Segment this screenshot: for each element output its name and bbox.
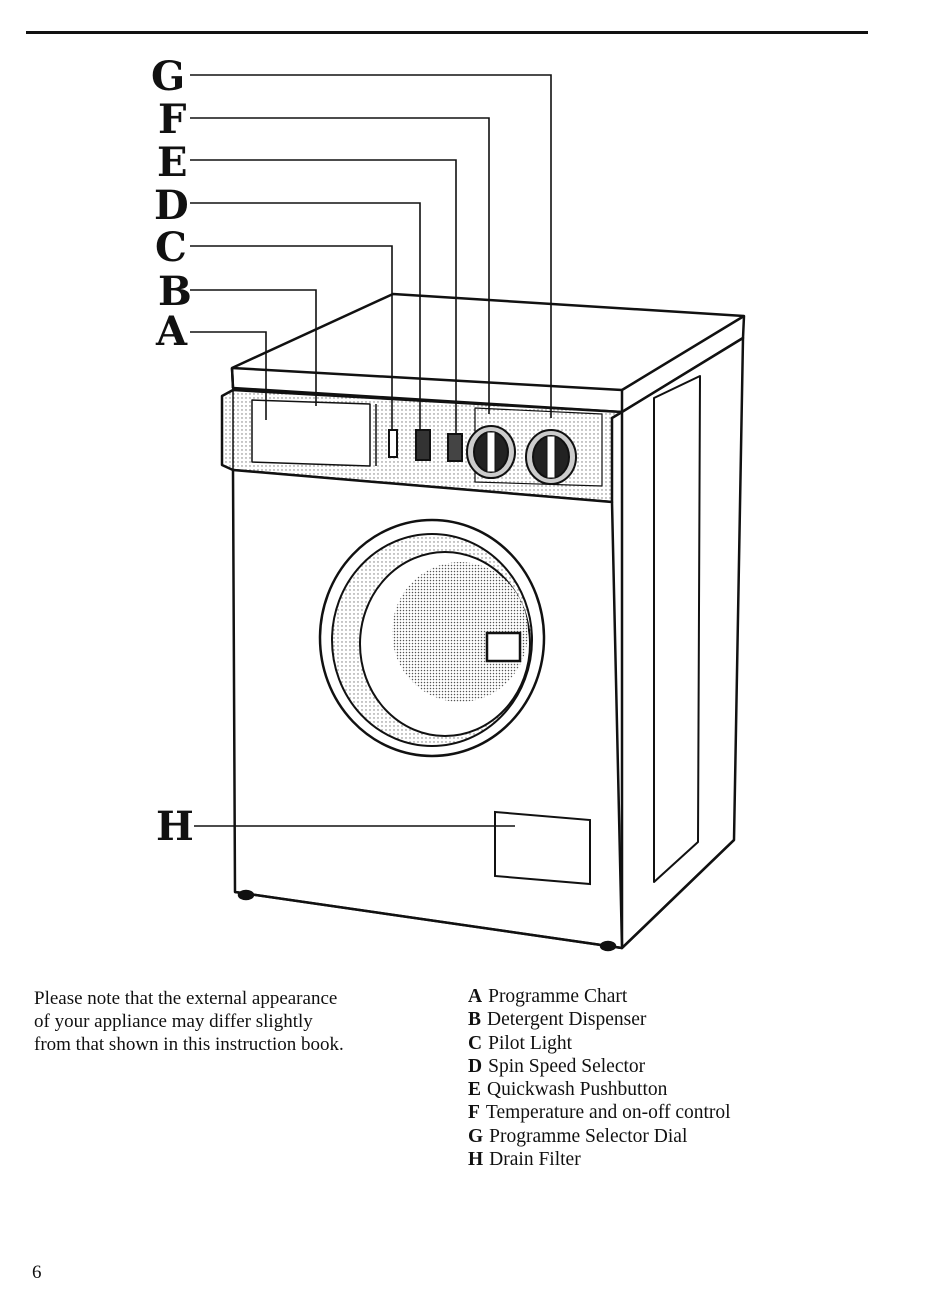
note-line: of your appliance may differ slightly [34,1011,313,1032]
side-inset-panel [653,375,701,883]
legend-text: Spin Speed Selector [488,1055,646,1077]
page-number: 6 [32,1262,42,1283]
callout-c: C [155,224,187,271]
legend-key: H [468,1149,484,1171]
callout-d: D [154,182,189,229]
legend-text: Pilot Light [488,1032,573,1054]
spin-speed-selector [415,429,431,461]
leader-g [190,74,552,418]
controls [388,425,577,485]
callout-f: F [158,96,186,143]
programme-chart-recess [251,399,371,467]
legend-key: E [468,1079,482,1101]
legend-key: C [468,1032,483,1054]
callout-a: A [155,308,188,355]
leader-f [190,117,490,414]
door [318,518,546,758]
legend-text: Programme Chart [488,986,628,1007]
callout-b: B [158,268,192,315]
legend-text: Temperature and on-off control [485,1102,731,1124]
callout-h: H [156,803,194,850]
leader-lines [190,74,552,827]
door-handle [485,631,522,663]
drain-filter [494,810,591,886]
top-rule [26,31,868,34]
legend-text: Drain Filter [489,1149,581,1171]
leader-e [190,159,457,434]
legend-text: Programme Selector Dial [489,1125,688,1147]
leader-b [190,289,317,406]
foot-left [237,889,255,901]
quickwash-pushbutton [447,433,463,462]
legend-key: B [468,1009,482,1031]
leader-a [190,331,267,420]
leader-d [190,202,421,430]
leader-c [190,245,393,430]
foot-right [599,940,617,952]
legend-key: D [468,1055,483,1077]
temperature-dial [466,425,516,479]
legend-key: G [468,1125,484,1147]
note-line: Please note that the external appearance [34,988,338,1009]
legend-key: F [468,1102,480,1124]
legend-text: Detergent Dispenser [487,1009,647,1031]
pilot-light [388,429,398,458]
callout-g: G [151,53,185,100]
note-line: from that shown in this instruction book… [34,1034,344,1055]
programme-selector-dial [525,429,577,485]
appearance-note: Please note that the external appearance… [34,987,454,1056]
legend-text: Quickwash Pushbutton [487,1079,668,1101]
legend-key: A [468,986,483,1007]
callout-e: E [157,139,188,186]
